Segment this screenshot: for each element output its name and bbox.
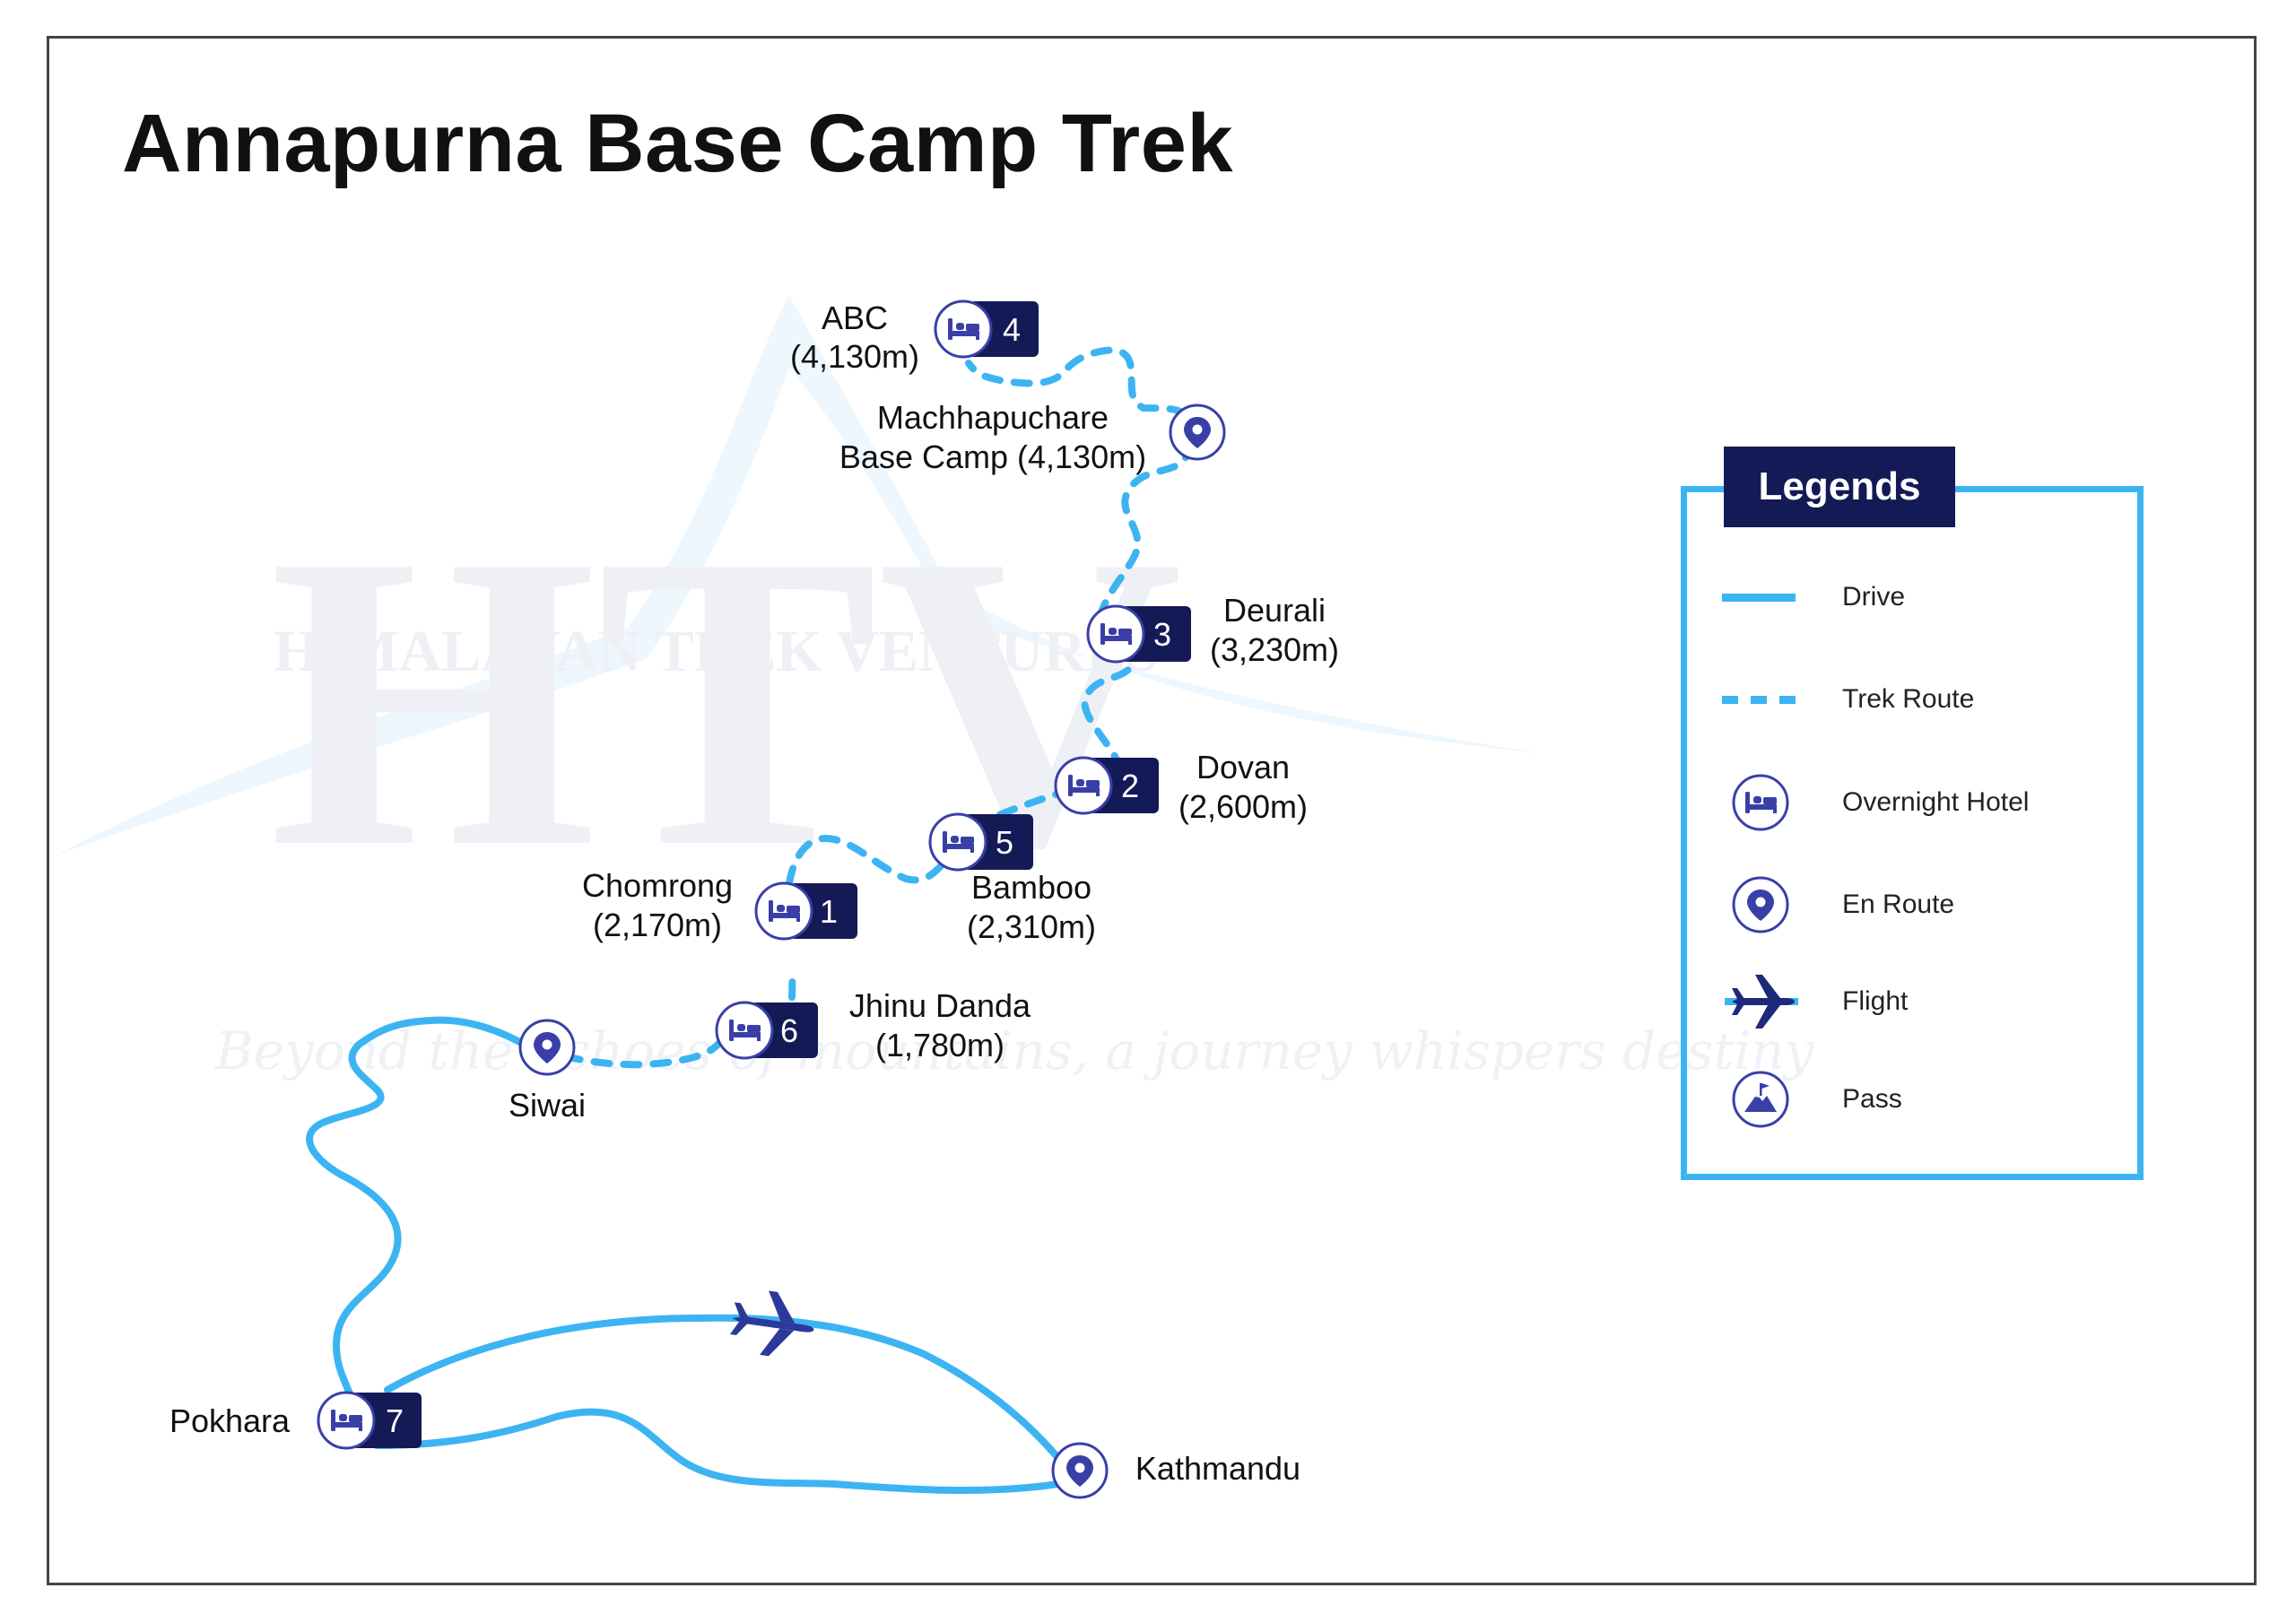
place-name: Bamboo xyxy=(971,869,1091,906)
legend-label: Drive xyxy=(1842,582,1906,612)
place-name: Pokhara xyxy=(170,1402,291,1439)
bed-icon xyxy=(754,881,813,941)
legend-label: Flight xyxy=(1842,986,1909,1016)
stop-pokhara[interactable]: 7 Pokhara xyxy=(170,1391,422,1450)
stop-bamboo[interactable]: 5 Bamboo (2,310m) xyxy=(928,812,1096,945)
drive-route xyxy=(306,1016,1062,1495)
day-number: 5 xyxy=(996,824,1013,861)
watermark-brand: HIMALAYAN TREK VENTURES xyxy=(274,619,1159,684)
drive-line-icon xyxy=(1720,561,1801,633)
place-name-line2: Base Camp (4,130m) xyxy=(839,438,1146,475)
day-number: 2 xyxy=(1121,768,1139,804)
place-name: Deurali xyxy=(1223,592,1326,629)
day-number: 7 xyxy=(386,1402,404,1439)
stop-siwai[interactable]: Siwai xyxy=(509,1019,586,1124)
place-elevation: (1,780m) xyxy=(875,1027,1004,1063)
stop-deurali[interactable]: 3 Deurali (3,230m) xyxy=(1086,592,1339,668)
stop-machhapuchare-base-camp[interactable]: Machhapuchare Base Camp (4,130m) xyxy=(839,399,1226,475)
place-elevation: (4,130m) xyxy=(790,338,919,375)
legend-title: Legends xyxy=(1724,447,1955,527)
bed-icon xyxy=(1720,767,1801,838)
place-name: Jhinu Danda xyxy=(849,987,1031,1024)
place-name: Chomrong xyxy=(582,867,733,904)
plane-icon xyxy=(1720,966,1801,1037)
place-elevation: (2,310m) xyxy=(967,908,1096,945)
pin-icon xyxy=(518,1019,576,1076)
legend-item-flight: Flight xyxy=(1720,966,2115,1037)
legend-label: Overnight Hotel xyxy=(1842,787,2030,817)
stop-kathmandu[interactable]: Kathmandu xyxy=(1051,1442,1300,1499)
watermark-mountain-shape xyxy=(54,296,1543,856)
stop-jhinu-danda[interactable]: 6 Jhinu Danda (1,780m) xyxy=(715,987,1031,1063)
legend-label: Pass xyxy=(1842,1084,1902,1114)
legend-item-en-route: En Route xyxy=(1720,869,2115,941)
plane-icon xyxy=(729,1290,814,1357)
legend-item-overnight-hotel: Overnight Hotel xyxy=(1720,767,2115,838)
map-title: Annapurna Base Camp Trek xyxy=(122,98,1234,189)
bed-icon xyxy=(715,1001,774,1060)
watermark-tagline: Beyond the echoes of mountains, a journe… xyxy=(214,1020,1814,1081)
day-number: 1 xyxy=(820,893,838,930)
place-name: ABC xyxy=(822,299,888,336)
flight-route xyxy=(384,1314,1066,1467)
stop-chomrong[interactable]: 1 Chomrong (2,170m) xyxy=(582,867,857,943)
pin-icon xyxy=(1169,404,1226,461)
place-name: Dovan xyxy=(1196,749,1290,785)
stop-dovan[interactable]: 2 Dovan (2,600m) xyxy=(1054,749,1308,825)
legend-label: Trek Route xyxy=(1842,684,1975,714)
bed-icon xyxy=(934,299,993,359)
bed-icon xyxy=(1054,756,1113,815)
legend-label: En Route xyxy=(1842,890,1955,919)
place-elevation: (2,600m) xyxy=(1178,788,1308,825)
stop-abc[interactable]: 4 ABC (4,130m) xyxy=(790,299,1039,375)
trek-route xyxy=(561,346,1189,1069)
bed-icon xyxy=(1086,604,1145,664)
mountain-flag-icon xyxy=(1720,1063,1801,1135)
place-name: Kathmandu xyxy=(1135,1450,1300,1487)
watermark-letters: HTV xyxy=(269,467,1183,934)
place-elevation: (2,170m) xyxy=(593,907,722,943)
place-name: Machhapuchare xyxy=(877,399,1109,436)
pin-icon xyxy=(1051,1442,1109,1499)
legend-item-pass: Pass xyxy=(1720,1063,2115,1135)
watermark: HTV HIMALAYAN TREK VENTURES Beyond the e… xyxy=(54,296,1814,1081)
map-frame xyxy=(47,36,2257,1585)
legend-item-trek-route: Trek Route xyxy=(1720,664,2115,735)
day-number: 6 xyxy=(780,1012,798,1049)
place-name: Siwai xyxy=(509,1087,586,1124)
pin-icon xyxy=(1720,869,1801,941)
day-number: 4 xyxy=(1003,311,1021,348)
trek-dashed-line-icon xyxy=(1720,664,1801,735)
bed-icon xyxy=(928,812,987,872)
bed-icon xyxy=(317,1391,376,1450)
place-elevation: (3,230m) xyxy=(1210,631,1339,668)
legend-item-drive: Drive xyxy=(1720,561,2115,633)
day-number: 3 xyxy=(1153,616,1171,653)
